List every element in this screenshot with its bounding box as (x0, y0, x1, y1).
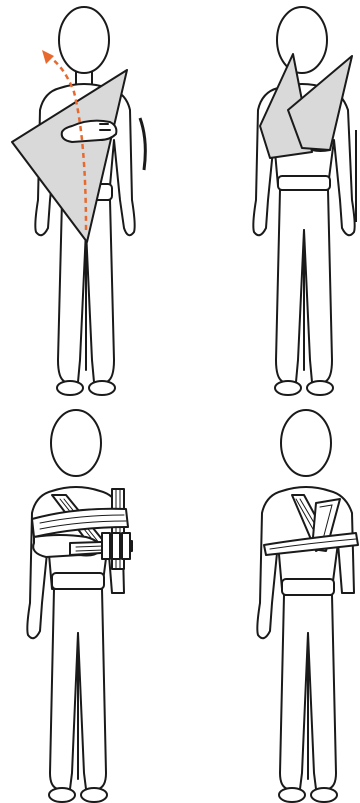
left-foot (275, 381, 301, 395)
step-4-panel (180, 403, 360, 803)
step-1-panel (0, 0, 180, 400)
belt (52, 573, 104, 589)
arrow-head (42, 50, 54, 64)
hand-tip (312, 150, 330, 151)
right-foot (311, 788, 337, 802)
right-foot (307, 381, 333, 395)
right-foot (81, 788, 107, 802)
person-figure (257, 410, 354, 802)
step-3-figure (0, 403, 180, 803)
left-foot (57, 381, 83, 395)
person-figure (27, 410, 124, 802)
splint-front-a (102, 533, 110, 559)
head (281, 410, 331, 476)
left-foot (279, 788, 305, 802)
splint-front-c (122, 533, 130, 559)
elbow-shadow (140, 118, 145, 170)
splint-front-b (112, 533, 120, 559)
step-1-figure (0, 0, 180, 400)
head (59, 7, 109, 73)
right-foot (89, 381, 115, 395)
step-2-figure (180, 0, 360, 400)
head (277, 7, 327, 73)
step-4-figure (180, 403, 360, 803)
step-3-panel (0, 403, 180, 803)
belt (278, 176, 330, 190)
left-foot (49, 788, 75, 802)
step-2-panel (180, 0, 360, 400)
belt (282, 579, 334, 595)
head (51, 410, 101, 476)
person-figure (253, 7, 354, 395)
